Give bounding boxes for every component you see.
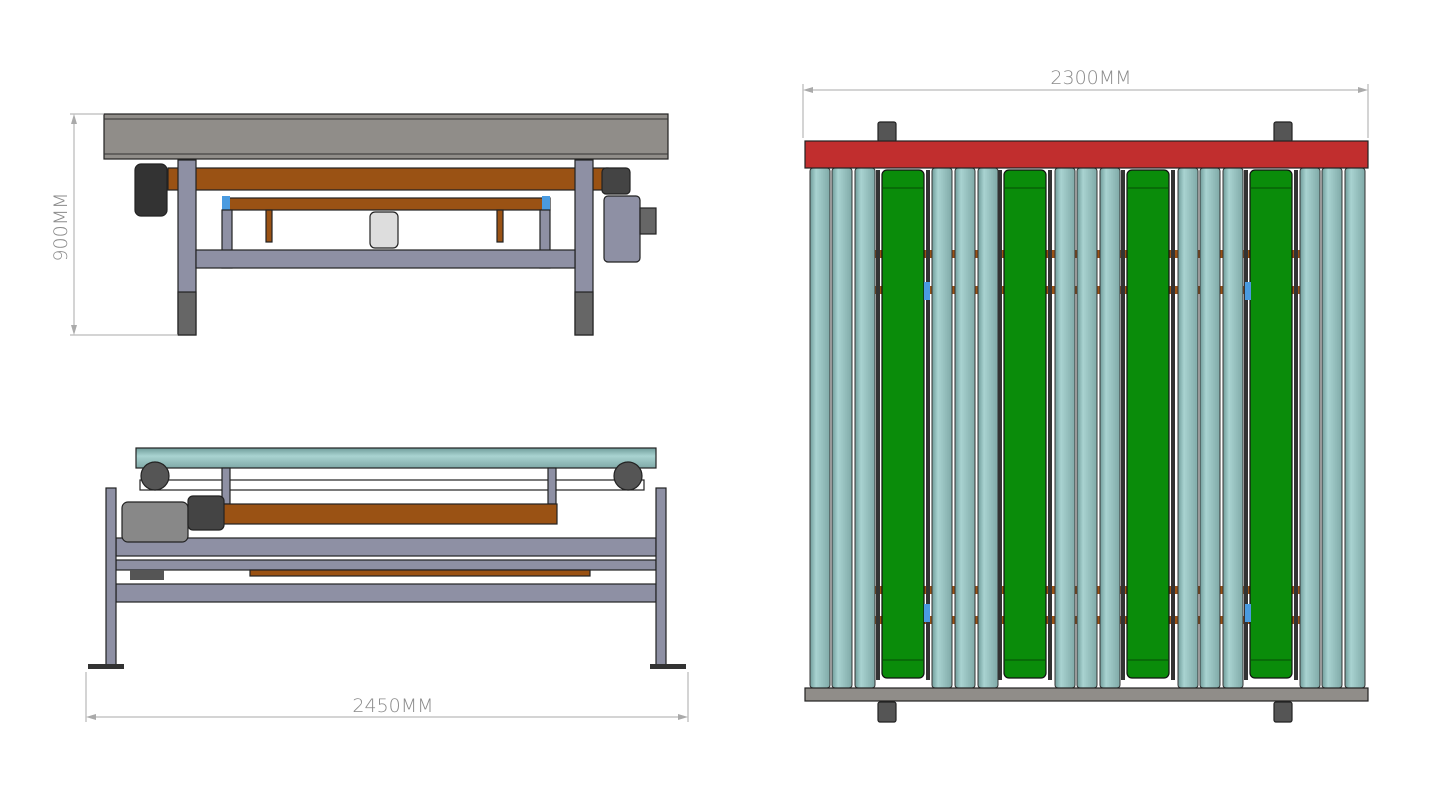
mount-bracket bbox=[877, 701, 897, 723]
left-post bbox=[105, 487, 117, 667]
motor-right-icon bbox=[603, 195, 641, 263]
orange-crossbar bbox=[167, 167, 609, 191]
mount-bracket bbox=[1273, 121, 1293, 143]
green-belt bbox=[881, 169, 925, 679]
side-view-long bbox=[88, 447, 686, 669]
width-dimension: 2300MM bbox=[802, 67, 1369, 138]
height-dimension: 900MM bbox=[50, 113, 178, 336]
drive-motor-icon bbox=[121, 501, 189, 543]
green-belt bbox=[1003, 169, 1047, 679]
roller bbox=[1054, 167, 1076, 689]
roller bbox=[1299, 167, 1321, 689]
red-end-beam bbox=[804, 140, 1369, 169]
length-dimension: 2450MM bbox=[85, 672, 689, 722]
gearbox-right-icon bbox=[601, 167, 631, 195]
roller bbox=[954, 167, 976, 689]
roller bbox=[1344, 167, 1366, 689]
roller bbox=[1076, 167, 1098, 689]
roller bbox=[809, 167, 831, 689]
roller bbox=[1321, 167, 1343, 689]
right-post bbox=[655, 487, 667, 667]
gearbox-left-icon bbox=[134, 163, 168, 217]
mount-bracket bbox=[1273, 701, 1293, 723]
orange-beam bbox=[221, 503, 558, 525]
width-label: 2300MM bbox=[1050, 67, 1131, 89]
motor-center-icon bbox=[369, 211, 399, 249]
roller bbox=[1177, 167, 1199, 689]
roller bbox=[854, 167, 876, 689]
top-view bbox=[809, 167, 1366, 689]
frame-rail-upper bbox=[115, 537, 657, 557]
blue-bearing bbox=[924, 282, 930, 300]
bottom-beam bbox=[804, 687, 1369, 723]
length-label: 2450MM bbox=[352, 695, 433, 717]
roller bbox=[931, 167, 953, 689]
drive-gearbox-icon bbox=[187, 495, 225, 531]
roller bbox=[1099, 167, 1121, 689]
frame-rail-lower bbox=[115, 583, 657, 603]
gray-end-beam bbox=[804, 687, 1369, 702]
roller bbox=[977, 167, 999, 689]
height-label: 900MM bbox=[50, 192, 72, 261]
blue-bearing bbox=[1245, 282, 1251, 300]
roller bbox=[1199, 167, 1221, 689]
mount-bracket bbox=[877, 121, 897, 143]
blue-bearing bbox=[924, 604, 930, 622]
green-belt bbox=[1126, 169, 1170, 679]
lower-frame-bar bbox=[195, 249, 576, 269]
roller bbox=[1222, 167, 1244, 689]
blue-bearing bbox=[1245, 604, 1251, 622]
belt-top bbox=[135, 447, 657, 469]
orange-lower-bar bbox=[227, 197, 551, 211]
blue-bearing-right bbox=[542, 196, 550, 210]
blue-bearing-left bbox=[222, 196, 230, 210]
roller bbox=[831, 167, 853, 689]
top-beam bbox=[804, 121, 1369, 169]
top-frame-beam bbox=[103, 113, 669, 160]
green-belt bbox=[1249, 169, 1293, 679]
side-view-end bbox=[103, 113, 669, 336]
